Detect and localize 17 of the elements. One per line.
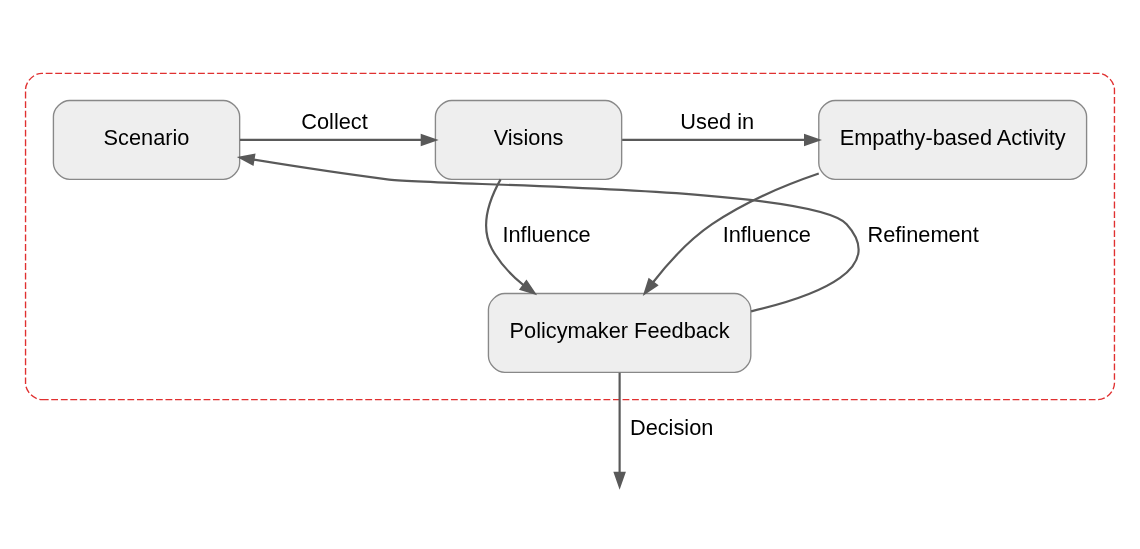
arrow bbox=[236, 153, 860, 312]
edge-label: Influence bbox=[722, 221, 811, 247]
arrow bbox=[613, 372, 626, 490]
node-box: Policymaker Feedback bbox=[487, 292, 752, 373]
edge-label: Refinement bbox=[867, 221, 979, 247]
edge-label: Collect bbox=[301, 108, 368, 134]
edge-label: Used in bbox=[680, 108, 755, 134]
arrow bbox=[485, 178, 538, 295]
node-box: Empathy-based Activity bbox=[818, 99, 1088, 180]
node-box: Scenario bbox=[52, 99, 241, 180]
arrow bbox=[642, 172, 820, 296]
arrow bbox=[240, 133, 439, 146]
edge-label: Influence bbox=[502, 221, 591, 247]
node-box: Visions bbox=[434, 99, 623, 180]
cluster bbox=[24, 72, 1116, 400]
edge-label: Decision bbox=[629, 414, 714, 440]
arrow bbox=[622, 133, 822, 146]
